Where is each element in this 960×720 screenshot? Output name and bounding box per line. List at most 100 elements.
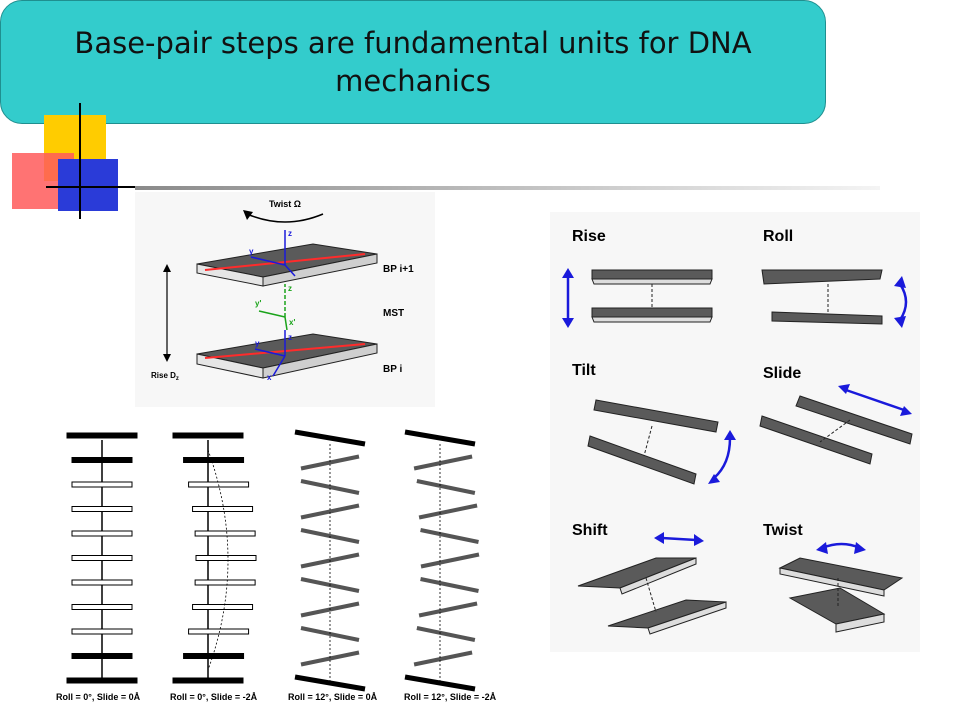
twist-arrowhead [243,210,253,220]
rise-slab-top-edge [591,278,713,285]
lower-y-axis [254,348,286,357]
rolled-base-pair [294,429,366,447]
frame-diagram: Twist Ω z y z y' x' z y x Rise Dz BP i+1… [135,192,435,407]
label-shift: Shift [572,522,608,539]
label-roll: Roll [763,228,794,245]
shift-dash [645,577,657,613]
base-pair-bar [194,530,256,537]
rolled-base-pair [413,650,473,667]
mst-x-axis [284,316,288,331]
roll-panel [761,269,908,328]
caption-roll0-slide0: Roll = 0°, Slide = 0Å [56,692,141,702]
tilt-slab-bottom [587,435,697,485]
twist-slab-bottom-edge [835,613,885,633]
rolled-base-pair [404,429,476,447]
base-pair-bar [71,653,133,659]
slide-slab-top [795,395,913,445]
base-pair-bar [71,555,133,561]
label-twist: Twist [763,522,803,539]
rise-panel [562,268,713,328]
shift-slab-top-edge [619,557,697,595]
bp-lower-label: BP i [383,364,402,375]
base-pair-bar [71,579,133,586]
lower-slab-side2 [262,343,378,379]
base-pair-bar [195,555,257,561]
bp-upper-label: BP i+1 [383,264,414,275]
label-slide: Slide [763,365,802,382]
rise-label: Rise Dz [151,371,179,382]
base-pair-bar [71,604,133,610]
base-pair-bar [71,457,133,463]
twist-slab-top-edge [779,567,885,597]
title-box: Base-pair steps are fundamental units fo… [0,0,826,124]
caption-roll0-slide-2: Roll = 0°, Slide = -2Å [170,692,258,702]
twist-arrow [246,213,324,223]
rise-motion-arrowhead-bottom [562,318,574,328]
underline-bar [135,186,880,190]
upper-y-axis [250,256,286,266]
rolled-base-pair [404,674,476,692]
base-pair-bar [172,432,244,439]
rolled-base-pair [420,577,479,593]
tilt-dash [643,425,653,457]
rolled-base-pair [418,601,478,618]
tilt-arrowhead-top [724,430,736,440]
base-pair-bar [66,432,138,439]
base-pair-bar [183,457,245,463]
shift-arrowhead-left [654,532,664,544]
rise-slab-bottom-edge [591,316,713,323]
lower-x-label: x [267,373,272,382]
base-pair-bar [71,506,133,512]
roll-slab-bottom [771,311,883,325]
twist-panel [778,542,904,633]
base-pair-bar [188,628,250,635]
slide-panel [759,384,913,465]
base-pair-bar [66,677,138,684]
slide-arrowhead-right [900,406,912,416]
rise-label-main: Rise D [151,371,176,380]
step-parameter-panel [550,212,920,652]
lower-z-label: z [288,333,292,342]
base-pair-bar [71,530,133,537]
rolled-base-pair [416,626,476,642]
mst-label: MST [383,308,404,319]
slide-motion-arrow [845,388,905,412]
mst-x-label: x' [289,318,295,327]
upper-x-axis [284,264,296,277]
rise-label-sub: z [176,376,179,382]
label-rise: Rise [572,228,606,245]
lower-y-label: y [255,339,260,348]
shift-arrowhead-right [694,534,704,546]
rolled-base-pair [300,650,360,667]
tilt-slab-top [593,399,719,433]
base-pair-bar [71,628,133,635]
shift-panel [577,532,727,635]
tilt-arrowhead-bottom [708,474,720,484]
ladder-panels [66,429,480,692]
caption-roll12-slide0: Roll = 12°, Slide = 0Å [288,692,378,702]
helix-path [207,449,229,671]
corner-decoration [12,103,150,219]
base-pair-bar [183,653,245,659]
base-pair-bar [192,506,254,512]
rolled-base-pair [413,454,473,471]
rolled-base-pair [420,552,480,569]
roll-slab-top [761,269,883,285]
rolled-base-pair [300,479,360,495]
upper-slab-side2 [262,253,378,287]
twist-label: Twist Ω [269,199,301,209]
rolled-base-pair [294,674,366,692]
slide-arrowhead-left [838,384,850,394]
base-pair-bar [71,481,133,488]
twist-arrowhead-left [816,542,828,554]
rise-arrowhead-bottom [163,354,171,362]
base-pair-bar [194,579,256,586]
caption-roll12-slide-2: Roll = 12°, Slide = -2Å [404,692,497,702]
slide-title: Base-pair steps are fundamental units fo… [74,26,752,98]
rolled-base-pair [420,528,479,544]
shift-motion-arrow [661,536,697,542]
shift-slab-bottom-edge [647,601,727,635]
blue-square [58,159,118,211]
slide-dash [819,419,851,443]
roll-arrowhead-bottom [894,316,906,328]
